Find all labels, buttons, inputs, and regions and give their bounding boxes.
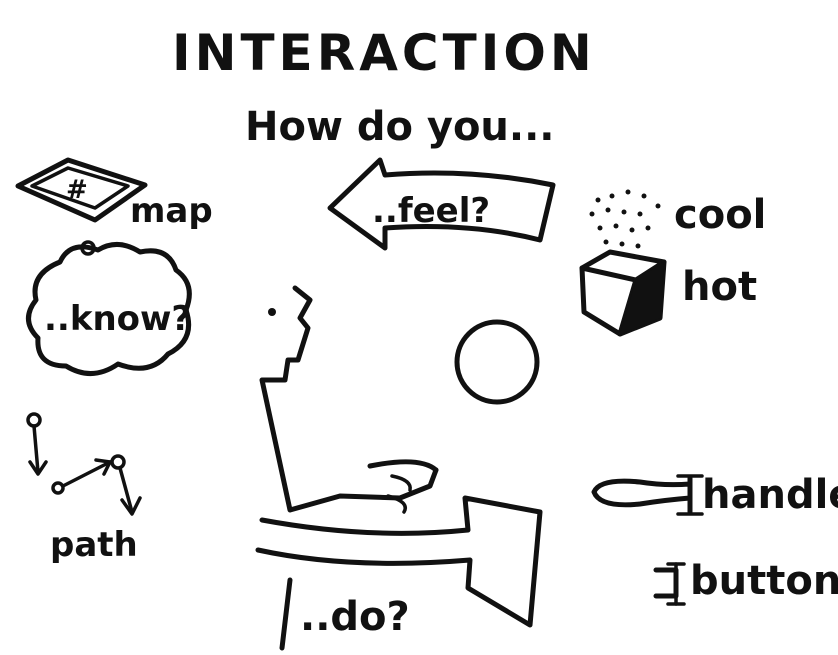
title: INTERACTION: [172, 24, 596, 82]
subtitle: How do you...: [245, 104, 555, 150]
feel-label: ..feel?: [372, 191, 490, 231]
know-label: ..know?: [44, 299, 191, 339]
path-icon: [26, 412, 142, 516]
map-label: map: [130, 191, 213, 231]
map-glyph: #: [66, 175, 88, 205]
hot-label: hot: [682, 264, 757, 310]
handle-label: handle: [702, 472, 838, 518]
feel-arrow: ..feel?: [327, 157, 556, 251]
know-cloud: ..know?: [26, 240, 192, 376]
handle-icon: [591, 474, 704, 516]
cool-particles: [589, 189, 661, 249]
face-profile: [259, 285, 439, 514]
ball: [454, 319, 540, 405]
path-label: path: [50, 525, 138, 565]
cool-label: cool: [674, 192, 766, 238]
do-arrow: ..do?: [255, 495, 543, 651]
do-label: ..do?: [300, 594, 410, 640]
button-label: button: [690, 558, 838, 604]
button-icon: [653, 562, 686, 606]
hot-cube: [579, 249, 667, 337]
map-icon: #: [15, 157, 148, 223]
